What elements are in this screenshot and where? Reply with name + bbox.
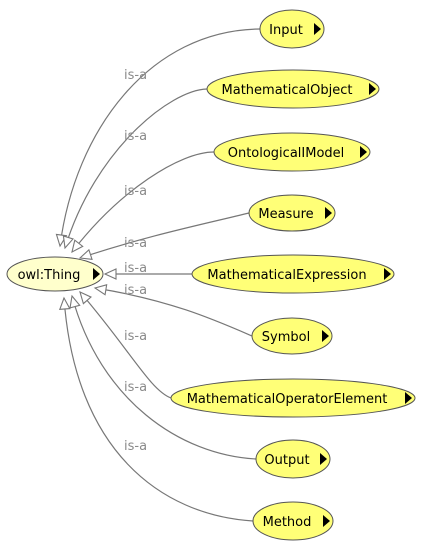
is-a-edge-label: is-a — [124, 68, 147, 83]
symbol-label: Symbol — [262, 330, 310, 345]
expand-triangle-icon[interactable] — [405, 392, 412, 404]
is-a-arrowhead — [69, 294, 81, 309]
mathematical-object-node[interactable]: MathematicalObject — [206, 69, 380, 109]
mathematical-operator-element-ellipse[interactable] — [170, 378, 416, 418]
ontological-imodel-ellipse[interactable] — [213, 132, 371, 172]
is-a-arrowhead — [58, 296, 71, 310]
is-a-edge: is-a — [93, 283, 253, 337]
mathematical-expression-label: MathematicalExpression — [207, 268, 366, 283]
owl-thing-ellipse[interactable] — [6, 256, 104, 292]
symbol-node[interactable]: Symbol — [251, 317, 333, 355]
expand-triangle-icon[interactable] — [322, 330, 329, 342]
is-a-edge-line — [59, 28, 261, 247]
is-a-edge: is-a — [69, 294, 257, 460]
expand-triangle-icon[interactable] — [360, 146, 367, 158]
owl-thing-label: owl:Thing — [18, 268, 81, 283]
symbol-ellipse[interactable] — [251, 317, 333, 355]
node-layer: owl:Thing InputMathematicalObjectOntologi… — [6, 9, 416, 541]
is-a-edge: is-a — [71, 151, 215, 254]
mathematical-operator-element-label: MathematicalOperatorElement — [187, 392, 388, 407]
mathematical-expression-ellipse[interactable] — [191, 254, 395, 294]
is-a-edge-line — [79, 291, 172, 399]
expand-triangle-icon[interactable] — [369, 83, 376, 95]
measure-ellipse[interactable] — [248, 194, 336, 232]
is-a-edge: is-a — [55, 28, 261, 248]
output-ellipse[interactable] — [255, 439, 331, 479]
is-a-arrowhead — [103, 268, 117, 280]
is-a-edge-label: is-a — [124, 261, 147, 276]
is-a-edge-line — [63, 297, 254, 522]
is-a-arrowhead — [79, 290, 92, 305]
expand-triangle-icon[interactable] — [93, 268, 100, 280]
method-ellipse[interactable] — [252, 501, 334, 541]
input-label: Input — [269, 23, 303, 38]
expand-triangle-icon[interactable] — [325, 207, 332, 219]
is-a-edge-line — [71, 151, 215, 253]
is-a-edge-line — [64, 88, 208, 249]
measure-label: Measure — [258, 207, 313, 222]
is-a-edge-label: is-a — [124, 236, 147, 251]
edge-layer: is-a is-a is-a is-a is-a is-a is-a is-a is-a — [55, 28, 261, 522]
is-a-edge-label: is-a — [124, 329, 147, 344]
ontological-imodel-label: OntologicalIModel — [228, 146, 345, 161]
method-node[interactable]: Method — [252, 501, 334, 541]
is-a-edge-line — [71, 295, 257, 460]
is-a-edge-label: is-a — [124, 129, 147, 144]
is-a-edge-label: is-a — [124, 380, 147, 395]
owl-thing-node[interactable]: owl:Thing — [6, 256, 104, 292]
output-node[interactable]: Output — [255, 439, 331, 479]
is-a-edge-label: is-a — [124, 184, 147, 199]
input-node[interactable]: Input — [259, 9, 325, 49]
method-label: Method — [263, 515, 312, 530]
expand-triangle-icon[interactable] — [320, 453, 327, 465]
is-a-arrowhead — [93, 284, 108, 296]
is-a-edge: is-a — [79, 290, 172, 399]
mathematical-object-label: MathematicalObject — [222, 83, 353, 98]
is-a-edge-label: is-a — [124, 283, 147, 298]
input-ellipse[interactable] — [259, 9, 325, 49]
mathematical-object-ellipse[interactable] — [206, 69, 380, 109]
is-a-arrowhead — [62, 235, 74, 250]
is-a-edge: is-a — [103, 261, 193, 280]
is-a-edge: is-a — [58, 296, 254, 522]
expand-triangle-icon[interactable] — [314, 23, 321, 35]
is-a-edge-line — [79, 212, 250, 259]
is-a-arrowhead — [71, 239, 84, 254]
is-a-edge-line — [94, 287, 253, 337]
mathematical-operator-element-node[interactable]: MathematicalOperatorElement — [170, 378, 416, 418]
measure-node[interactable]: Measure — [248, 194, 336, 232]
is-a-edge: is-a — [62, 88, 208, 250]
mathematical-expression-node[interactable]: MathematicalExpression — [191, 254, 395, 294]
is-a-edge: is-a — [78, 212, 250, 260]
expand-triangle-icon[interactable] — [323, 515, 330, 527]
is-a-arrowhead — [78, 248, 93, 260]
ontological-imodel-node[interactable]: OntologicalIModel — [213, 132, 371, 172]
output-label: Output — [264, 453, 309, 468]
is-a-edge-label: is-a — [124, 439, 147, 454]
expand-triangle-icon[interactable] — [384, 268, 391, 280]
